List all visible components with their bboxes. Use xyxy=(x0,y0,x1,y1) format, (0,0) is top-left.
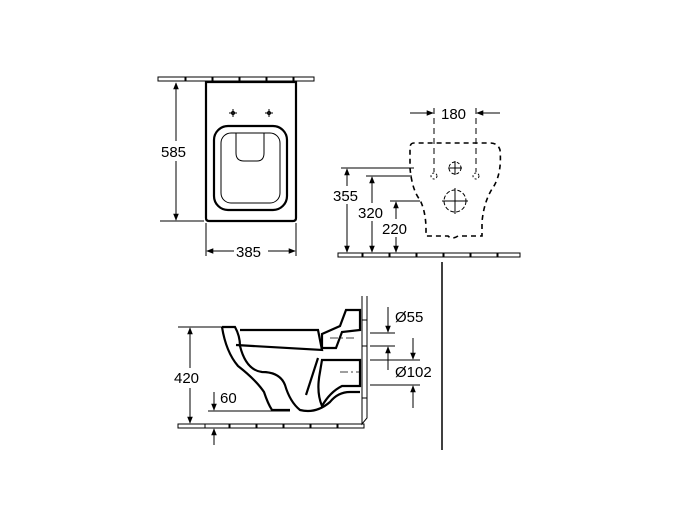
fixing-spacing-dimension: 180 xyxy=(441,106,466,123)
inlet-spigot xyxy=(320,308,362,350)
bowl-outline-dashed xyxy=(409,142,502,239)
top-view: 585 385 xyxy=(157,76,315,261)
wall-view: 180 355 320 220 xyxy=(332,106,521,258)
outlet-diameter-dimension: Ø102 xyxy=(395,364,432,381)
seat-outer xyxy=(212,124,289,212)
bowl-outline-top xyxy=(204,80,298,223)
fixing-point-icon xyxy=(265,109,273,117)
rim-height-dimension: 420 xyxy=(174,370,199,387)
wall-tiles-top xyxy=(157,76,315,82)
fixing-hole-icon xyxy=(430,172,438,180)
fixing-hole-icon xyxy=(472,172,480,180)
wall-section xyxy=(361,296,368,426)
height-355-dimension: 355 xyxy=(333,188,358,205)
height-220-dimension: 220 xyxy=(382,221,407,238)
floor-tiles-wall-view xyxy=(337,252,521,258)
depth-dimension: 585 xyxy=(161,144,186,161)
floor-tiles-side-view xyxy=(177,423,365,429)
outlet-pipe xyxy=(317,358,362,409)
height-320-dimension: 320 xyxy=(358,205,383,222)
width-dimension: 385 xyxy=(236,244,261,261)
floor-clearance-dimension: 60 xyxy=(220,390,237,407)
flush-opening xyxy=(235,133,265,162)
side-view: 420 60 Ø55 Ø102 xyxy=(172,296,432,445)
fixing-point-icon xyxy=(229,109,237,117)
inlet-diameter-dimension: Ø55 xyxy=(395,309,423,326)
